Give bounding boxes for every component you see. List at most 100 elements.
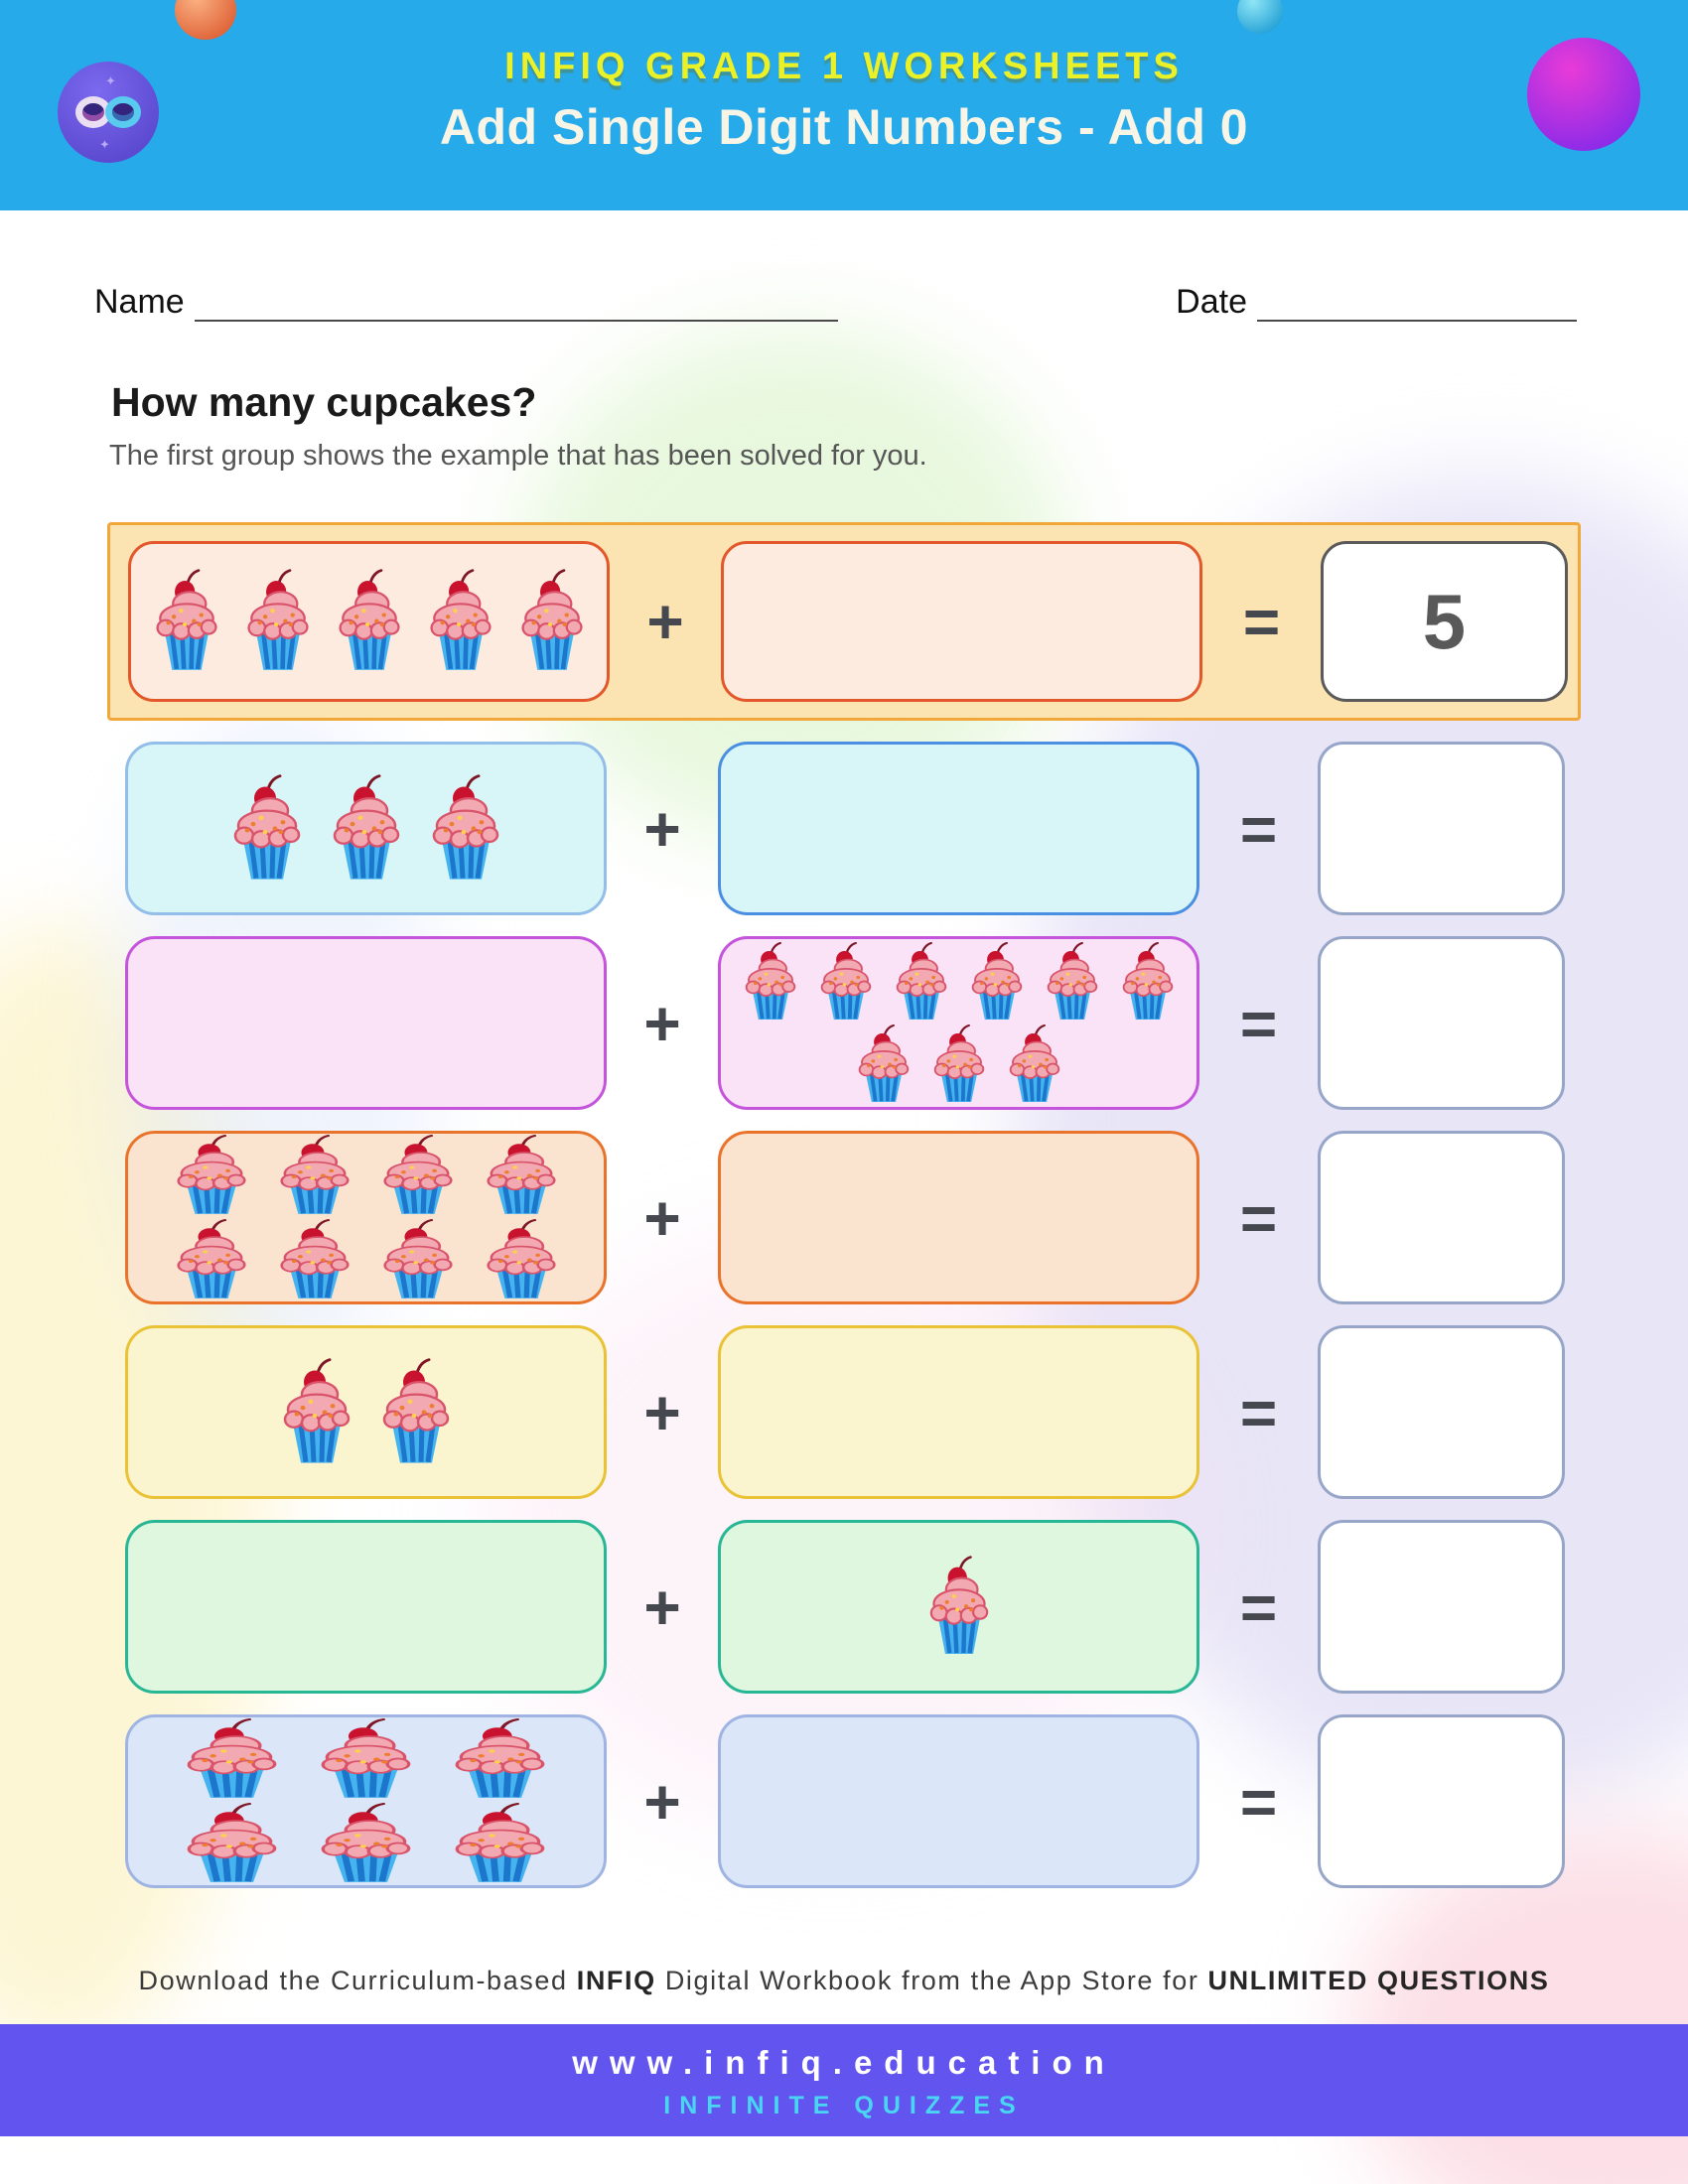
plus-sign: +	[643, 987, 681, 1059]
cupcake-icon	[486, 1218, 556, 1298]
cupcake-icon	[338, 569, 400, 670]
cupcake-icon	[155, 569, 217, 670]
cupcake-icon	[455, 1802, 545, 1882]
cupcake-icon	[382, 1218, 453, 1298]
addend-box-left	[125, 1325, 607, 1499]
addend-box-left	[125, 1131, 607, 1304]
equals-sign: =	[1239, 1570, 1278, 1643]
promo-text: Digital Workbook from the App Store for	[655, 1966, 1208, 1995]
cupcake-icon	[429, 569, 492, 670]
infiq-logo: ✦ ✦	[58, 62, 159, 163]
cupcake-group	[131, 544, 607, 699]
promo-brand: INFIQ	[576, 1966, 656, 1995]
cupcake-group	[721, 1523, 1196, 1691]
cupcake-icon	[432, 773, 498, 880]
addend-box-left	[125, 1520, 607, 1694]
cupcake-icon	[333, 773, 399, 880]
plus-sign: +	[643, 1181, 681, 1254]
problem-row: + =	[125, 1131, 1688, 1304]
cupcake-icon	[321, 1802, 411, 1882]
question-heading: How many cupcakes?	[111, 379, 537, 425]
brand-title: INFIQ GRADE 1 WORKSHEETS	[504, 46, 1184, 87]
cupcake-icon	[1047, 941, 1097, 1020]
addend-box-left	[128, 541, 610, 702]
cupcake-icon	[187, 1802, 277, 1882]
name-label: Name	[94, 283, 185, 321]
equals-sign: =	[1239, 1181, 1278, 1254]
addend-box-right	[718, 742, 1199, 915]
promo-strong: UNLIMITED QUESTIONS	[1207, 1966, 1550, 1995]
problem-row: + =	[125, 742, 1688, 915]
cupcake-group	[721, 745, 1196, 912]
addend-box-right	[721, 541, 1202, 702]
cupcake-icon	[176, 1218, 246, 1298]
plus-sign: +	[643, 1376, 681, 1448]
cupcake-icon	[321, 1717, 411, 1798]
cupcake-icon	[382, 1134, 453, 1214]
cupcake-icon	[745, 941, 795, 1020]
cupcake-icon	[929, 1556, 988, 1654]
addend-box-left	[125, 742, 607, 915]
plus-sign: +	[643, 792, 681, 865]
cupcake-icon	[283, 1357, 350, 1463]
answer-box[interactable]	[1318, 936, 1565, 1110]
sparkle-icon: ✦	[105, 73, 116, 88]
answer-box[interactable]	[1318, 1520, 1565, 1694]
addend-box-right	[718, 1325, 1199, 1499]
equals-sign: =	[1239, 1765, 1278, 1838]
answer-box[interactable]	[1318, 1714, 1565, 1888]
cupcake-group	[128, 1328, 604, 1496]
cupcake-icon	[382, 1357, 449, 1463]
cupcake-group	[721, 939, 1196, 1107]
cupcake-group	[128, 1717, 604, 1885]
cupcake-group	[721, 1717, 1196, 1885]
problem-row: +	[125, 936, 1688, 1110]
cupcake-group	[724, 544, 1199, 699]
problem-row: + =	[125, 1325, 1688, 1499]
footer-bar: www.infiq.education INFINITE QUIZZES	[0, 2024, 1688, 2136]
website-link[interactable]: www.infiq.education	[572, 2044, 1116, 2081]
equals-sign: =	[1239, 792, 1278, 865]
app-store-promo: Download the Curriculum-based INFIQ Digi…	[0, 1966, 1688, 1996]
logo-rings-icon	[75, 96, 141, 128]
addend-box-right	[718, 1131, 1199, 1304]
answer-box[interactable]	[1318, 1325, 1565, 1499]
cupcake-icon	[176, 1134, 246, 1214]
name-input-line[interactable]	[194, 292, 838, 322]
worksheet-title: Add Single Digit Numbers - Add 0	[439, 99, 1249, 155]
cupcake-group	[128, 745, 604, 912]
cupcake-icon	[233, 773, 300, 880]
addend-box-right	[718, 1714, 1199, 1888]
cupcake-icon	[279, 1134, 350, 1214]
equals-sign: =	[1242, 586, 1281, 657]
date-input-line[interactable]	[1257, 292, 1577, 322]
name-date-row: Name Date	[94, 280, 1577, 322]
equals-sign: =	[1239, 987, 1278, 1059]
date-label: Date	[1176, 283, 1247, 321]
plus-sign: +	[646, 586, 684, 657]
header-banner: ✦ ✦ INFIQ GRADE 1 WORKSHEETS Add Single …	[0, 0, 1688, 210]
date-group: Date	[1176, 283, 1577, 322]
problem-row: + =	[125, 1714, 1688, 1888]
cupcake-icon	[279, 1218, 350, 1298]
cupcake-icon	[486, 1134, 556, 1214]
cupcake-icon	[858, 1024, 909, 1102]
cupcake-icon	[455, 1717, 545, 1798]
cupcake-group	[128, 1134, 604, 1301]
addend-box-left	[125, 936, 607, 1110]
cupcake-icon	[820, 941, 871, 1020]
magenta-sphere-decoration	[1527, 38, 1640, 151]
answer-box[interactable]	[1318, 742, 1565, 915]
problem-row: + =	[125, 1520, 1688, 1694]
cupcake-icon	[896, 941, 946, 1020]
plus-sign: +	[643, 1570, 681, 1643]
cupcake-group	[721, 1328, 1196, 1496]
equals-sign: =	[1239, 1376, 1278, 1448]
example-problem-band: + = 5	[107, 522, 1581, 721]
sparkle-icon: ✦	[99, 137, 110, 152]
answer-box[interactable]: 5	[1321, 541, 1568, 702]
answer-box[interactable]	[1318, 1131, 1565, 1304]
cupcake-icon	[246, 569, 309, 670]
cupcake-icon	[971, 941, 1022, 1020]
